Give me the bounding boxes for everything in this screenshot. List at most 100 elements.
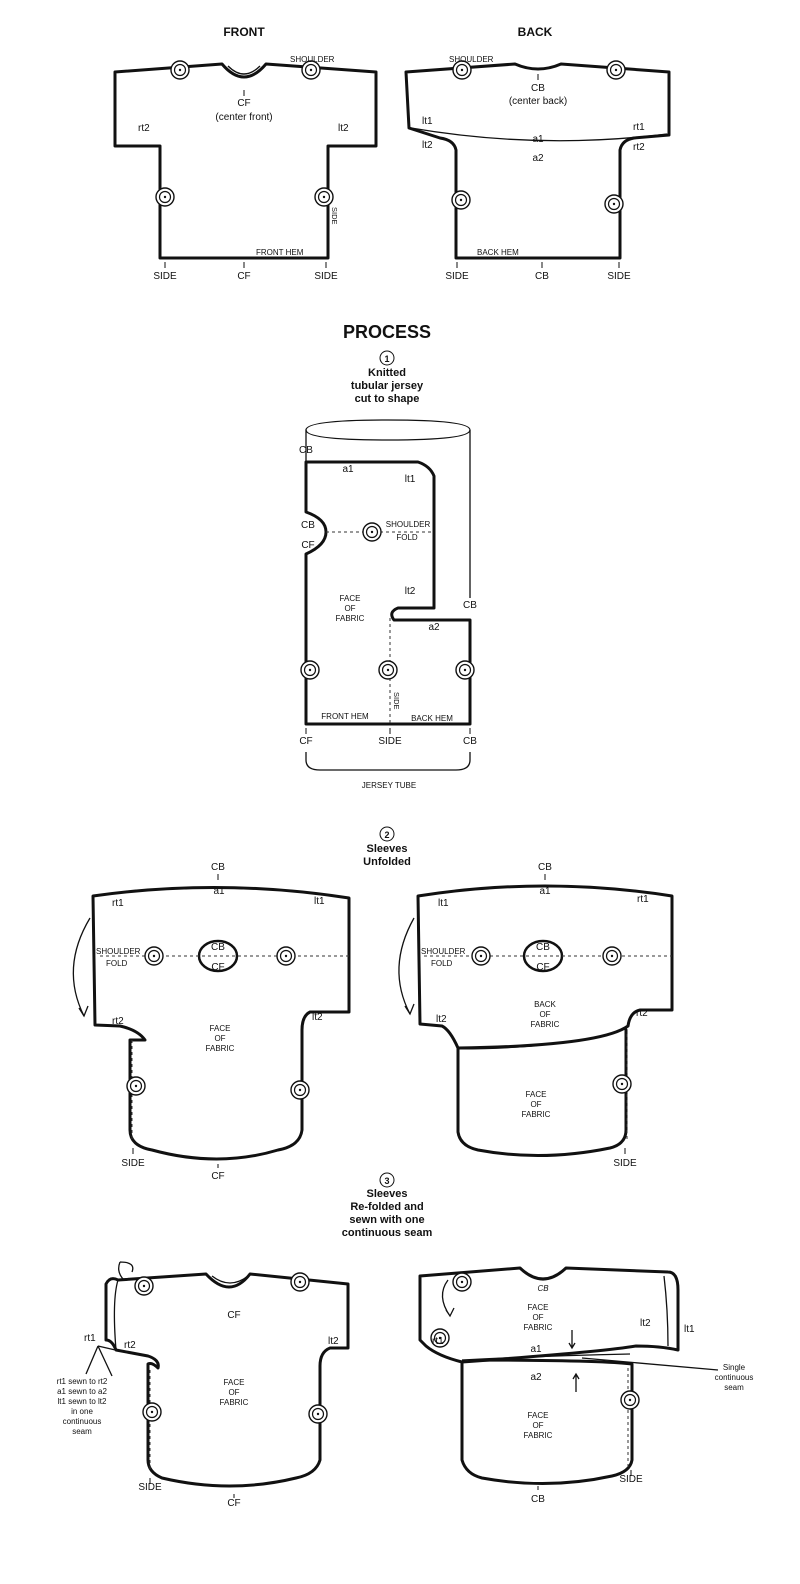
single-seam-note: Single continuous seam — [715, 1363, 754, 1392]
step-three-right-rotate-arrow-icon — [441, 1279, 455, 1318]
pattern-a1-label: a1 — [342, 464, 354, 475]
back-side-right-label: SIDE — [607, 271, 631, 282]
sewn-note-line1: rt1 sewn to rt2 — [57, 1377, 108, 1386]
step-one-line3: cut to shape — [355, 393, 420, 405]
front-view: FRONT SHOULDER CF (center front) rt2 lt2… — [113, 25, 378, 282]
step-two-left-side-label: SIDE — [121, 1158, 145, 1169]
step-three-right-fabric2-label: FABRIC — [524, 1431, 553, 1440]
front-button-icon — [314, 187, 334, 207]
pattern-cf-bottom-label: CF — [299, 736, 312, 747]
step-three-right-cb-hand-label: CB — [537, 1284, 549, 1293]
step-three-left-face-label: FACE — [224, 1378, 245, 1387]
back-cb-label: CB — [531, 83, 545, 94]
front-heading: FRONT — [223, 25, 265, 39]
step-two-left-of-label: OF — [214, 1034, 225, 1043]
pattern-shoulder-label: SHOULDER — [386, 520, 431, 529]
step-two-line2: Unfolded — [363, 856, 411, 868]
step-two-left-rt2-label: rt2 — [112, 1016, 124, 1027]
step-three-right-face2-label: FACE — [528, 1411, 549, 1420]
back-a2-label: a2 — [532, 153, 544, 164]
step-three-right-lower-body — [460, 1358, 634, 1485]
step-two-right-a1-label: a1 — [539, 886, 551, 897]
step-two-left-cb-label: CB — [211, 942, 225, 953]
step-three-number-circle — [379, 1172, 395, 1188]
pattern-a2-label: a2 — [428, 622, 440, 633]
step-three-right-of-label: OF — [532, 1313, 543, 1322]
step-three-right-cb-bottom-label: CB — [531, 1494, 545, 1505]
back-shoulder-label: SHOULDER — [449, 55, 494, 64]
step-two-right-fold-label: FOLD — [431, 959, 453, 968]
step-two-left-cb-top-label: CB — [211, 862, 225, 873]
back-button-icon — [451, 190, 471, 210]
pattern-lt1-label: lt1 — [405, 474, 416, 485]
front-side-right-label: SIDE — [314, 271, 338, 282]
step-three-line2: Re-folded and — [350, 1201, 423, 1213]
step-one-line1: Knitted — [368, 367, 406, 379]
pattern-fabric-label: FABRIC — [336, 614, 365, 623]
front-hem-label: FRONT HEM — [256, 248, 304, 257]
back-hem-label: BACK HEM — [477, 248, 519, 257]
step-three-left-rt2-label: rt2 — [124, 1340, 136, 1351]
step-two-right-button-icon — [612, 1074, 632, 1094]
step-two-left-cf-label: CF — [211, 962, 224, 973]
step-three-right-side-label: SIDE — [619, 1474, 643, 1485]
single-seam-line1: Single — [723, 1363, 746, 1372]
pattern-cb-right-label: CB — [463, 600, 477, 611]
step-one-number: 1 — [384, 354, 389, 364]
back-cb-bottom-label: CB — [535, 271, 549, 282]
step-two-left-face-label: FACE — [210, 1024, 231, 1033]
step-three-line4: continuous seam — [342, 1227, 433, 1239]
step-two-right-button-icon — [471, 946, 491, 966]
back-button-icon — [604, 194, 624, 214]
step-three-right-button-icon — [452, 1272, 472, 1292]
step-three-left-cf-bottom-label: CF — [227, 1498, 240, 1509]
step-one-number-circle — [379, 350, 395, 366]
step-two-left-shoulder-label: SHOULDER — [96, 947, 141, 956]
front-rt2-label: rt2 — [138, 123, 150, 134]
step-two-number: 2 — [384, 830, 389, 840]
pattern-cb-bottom-label: CB — [463, 736, 477, 747]
step-three-left-lt2-label: lt2 — [328, 1336, 339, 1347]
pattern-button-icon — [300, 660, 320, 680]
back-center-back-label: (center back) — [509, 96, 567, 107]
step-three-left-rotate-arrow-icon — [118, 1261, 134, 1281]
step-three-left-fabric-label: FABRIC — [220, 1398, 249, 1407]
step-three-number: 3 — [384, 1176, 389, 1186]
step-two: 2 Sleeves Unfolded CB a1 rt1 lt1 SHOULDE… — [72, 826, 674, 1182]
jersey-tube-bracket — [305, 752, 471, 771]
back-shirt-outline — [404, 62, 671, 260]
single-seam-line3: seam — [724, 1383, 744, 1392]
step-two-number-circle — [379, 826, 395, 842]
pattern-of-label: OF — [344, 604, 355, 613]
step-two-left-button-icon — [290, 1080, 310, 1100]
step-three-left-side-label: SIDE — [138, 1482, 162, 1493]
back-lt2-label: lt2 — [422, 140, 433, 151]
front-cf-bottom-label: CF — [237, 271, 250, 282]
pattern-lt2-label: lt2 — [405, 586, 416, 597]
process-heading: PROCESS — [343, 322, 431, 342]
pattern-back-hem-label: BACK HEM — [411, 714, 453, 723]
step-three-down-arrow-icon — [568, 1330, 576, 1350]
step-one: 1 Knitted tubular jersey cut to shape CB… — [299, 350, 477, 790]
step-three-line1: Sleeves — [367, 1188, 408, 1200]
step-two-right-fold-arrow-icon — [398, 917, 415, 1015]
step-two-right-side-label: SIDE — [613, 1158, 637, 1169]
step-three-sewn-note: rt1 sewn to rt2 a1 sewn to a2 lt1 sewn t… — [57, 1377, 108, 1436]
front-button-icon — [170, 60, 190, 80]
back-side-left-label: SIDE — [445, 271, 469, 282]
step-three-left-cf-label: CF — [227, 1310, 240, 1321]
step-two-left-button-icon — [276, 946, 296, 966]
step-two-right-cb-top-label: CB — [538, 862, 552, 873]
front-side-vertical-label: SIDE — [330, 207, 339, 225]
step-two-left-a1-label: a1 — [213, 886, 225, 897]
pattern-button-icon — [362, 522, 382, 542]
back-button-icon — [606, 60, 626, 80]
pattern-fold-label: FOLD — [396, 533, 418, 542]
step-two-right-face-label: FACE — [526, 1090, 547, 1099]
sewn-note-line3: lt1 sewn to lt2 — [58, 1397, 107, 1406]
step-three-right-lt2-label: lt2 — [640, 1318, 651, 1329]
step-three-up-arrow-icon — [572, 1372, 580, 1392]
step-one-line2: tubular jersey — [351, 380, 424, 392]
step-three-right-fabric-label: FABRIC — [524, 1323, 553, 1332]
back-yoke-seam — [410, 127, 668, 142]
